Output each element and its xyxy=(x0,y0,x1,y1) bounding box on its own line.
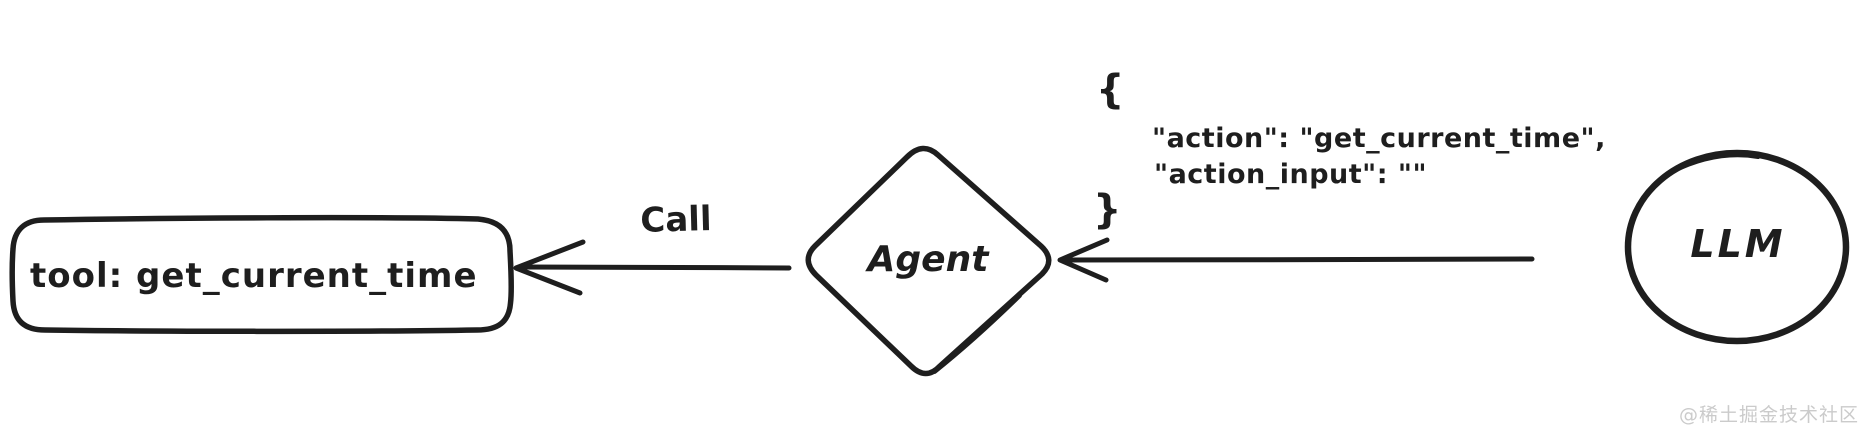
agent-node-overlap-stroke xyxy=(933,294,1022,374)
llm-arrowhead-icon xyxy=(1057,237,1110,283)
json-open-brace: { xyxy=(1096,67,1125,113)
json-action-line: "action": "get_current_time", xyxy=(1152,123,1606,154)
llm-node-shape xyxy=(1624,149,1850,345)
llm-circle-overlap-stroke xyxy=(1670,153,1760,174)
json-close-brace: } xyxy=(1093,187,1122,233)
llm-arrow-line xyxy=(1063,256,1535,263)
call-arrow-label: Call xyxy=(639,199,713,241)
call-arrowhead-icon xyxy=(513,239,586,296)
call-arrow-line xyxy=(520,264,792,271)
json-action-input-line: "action_input": "" xyxy=(1154,159,1428,190)
tool-node-label: tool: get_current_time xyxy=(30,256,478,296)
tool-node-shape xyxy=(9,214,515,335)
watermark: @稀土掘金技术社区 xyxy=(1678,404,1859,426)
agent-node-label: Agent xyxy=(867,239,989,280)
llm-node-label: LLM xyxy=(1690,222,1786,266)
